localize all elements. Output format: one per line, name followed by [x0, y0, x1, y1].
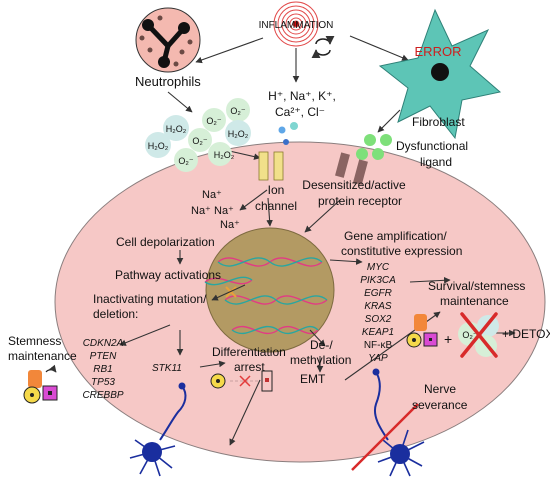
ros-label: O₂⁻: [230, 106, 245, 116]
ros-label: H₂O₂: [228, 129, 249, 139]
nucleus: [205, 227, 335, 353]
amplified-gene: EGFR: [364, 288, 392, 299]
amplified-gene: KRAS: [364, 301, 392, 312]
ros-label: O₂⁻: [206, 116, 221, 126]
amplified-gene: MYC: [367, 262, 390, 273]
detox-label: + DETOX: [502, 327, 550, 341]
stem-cell-icon: [23, 364, 58, 404]
deleted-gene: PTEN: [90, 351, 117, 362]
differentiation-label: arrest: [234, 360, 265, 374]
ros-bubbles: [145, 98, 251, 172]
ros-label: H₂O₂: [214, 150, 235, 160]
ions-line2: Ca²⁺, Cl⁻: [275, 105, 325, 119]
receptor-icon: [335, 152, 368, 185]
ion-channel-icon: [258, 151, 284, 181]
ros-label: H₂O₂: [148, 141, 169, 151]
amplified-gene: YAP: [368, 353, 388, 364]
amplified-gene: PIK3CA: [360, 275, 396, 286]
methylation-label: methylation: [290, 353, 351, 367]
inflammation-target-icon: [273, 1, 319, 47]
ligand-icon: [356, 134, 392, 160]
ros-label: O₂⁻: [178, 156, 193, 166]
ion-channel-label: channel: [255, 199, 297, 213]
survival-label: Survival/stemness: [428, 279, 525, 293]
stemness-label: maintenance: [8, 349, 77, 363]
neutrophil-icon: [135, 7, 201, 73]
emt-label: EMT: [300, 372, 326, 386]
na-label: Na⁺: [214, 205, 234, 217]
o2-detox-label: O₂⁻: [462, 330, 477, 340]
inactivating-label: deletion:: [93, 307, 138, 321]
deleted-gene: CDKN2A: [83, 338, 124, 349]
ros-label: H₂O₂: [166, 124, 187, 134]
gene-amplification-label: Gene amplification/: [344, 229, 447, 243]
dna-helix: [204, 257, 328, 335]
differentiation-arrest-icon: [210, 370, 273, 392]
na-label: Na⁺: [220, 219, 240, 231]
differentiation-label: Differentiation: [212, 345, 286, 359]
neuron-right-icon: [351, 368, 425, 477]
error-label: ERROR: [415, 44, 462, 59]
amplified-gene: KEAP1: [362, 327, 394, 338]
amplified-gene: NF-κB: [364, 340, 393, 351]
inactivating-label: Inactivating mutation/: [93, 292, 207, 306]
nerve-severance-label: severance: [412, 398, 468, 412]
mutation-x-mark: [225, 286, 237, 298]
neutrophils-label: Neutrophils: [135, 74, 201, 89]
deleted-gene: TP53: [91, 377, 115, 388]
fibroblast-label: Fibroblast: [412, 115, 465, 129]
gene-amplification-label: constitutive expression: [341, 244, 462, 258]
cell-depolarization-label: Cell depolarization: [116, 235, 215, 249]
na-label: Na⁺: [191, 205, 211, 217]
ions-line1: H⁺, Na⁺, K⁺,: [268, 89, 336, 103]
nerve-severance-label: Nerve: [424, 382, 456, 396]
deleted-gene: CREBBP: [82, 390, 123, 401]
ros-label: O₂⁻: [192, 136, 207, 146]
dysfunctional-ligand-label: ligand: [420, 155, 452, 169]
receptor-label: protein receptor: [318, 194, 402, 208]
deleted-gene: RB1: [93, 364, 112, 375]
plus-label: +: [444, 331, 452, 347]
dysfunctional-ligand-label: Dysfunctional: [396, 139, 468, 153]
fibroblast-nucleus: [431, 63, 449, 81]
neuron-left-icon: [129, 382, 187, 477]
stk11-label: STK11: [152, 363, 182, 374]
ion-particles: [278, 122, 298, 145]
cycle-arrows-icon: [311, 35, 335, 59]
methylation-label: De-/: [310, 338, 333, 352]
survival-label: maintenance: [440, 294, 509, 308]
pathway-activations-label: Pathway activations: [115, 268, 221, 282]
receptor-label: Desensitized/active: [302, 178, 406, 192]
stemness-label: Stemness: [8, 334, 61, 348]
cross-out-icon: [460, 312, 498, 358]
amplified-gene: SOX2: [365, 314, 392, 325]
ion-channel-label: Ion: [268, 183, 285, 197]
survival-stem-icon: [406, 314, 438, 348]
na-label: Na⁺: [202, 189, 222, 201]
inflammation-label: INFLAMMATION: [259, 20, 334, 31]
